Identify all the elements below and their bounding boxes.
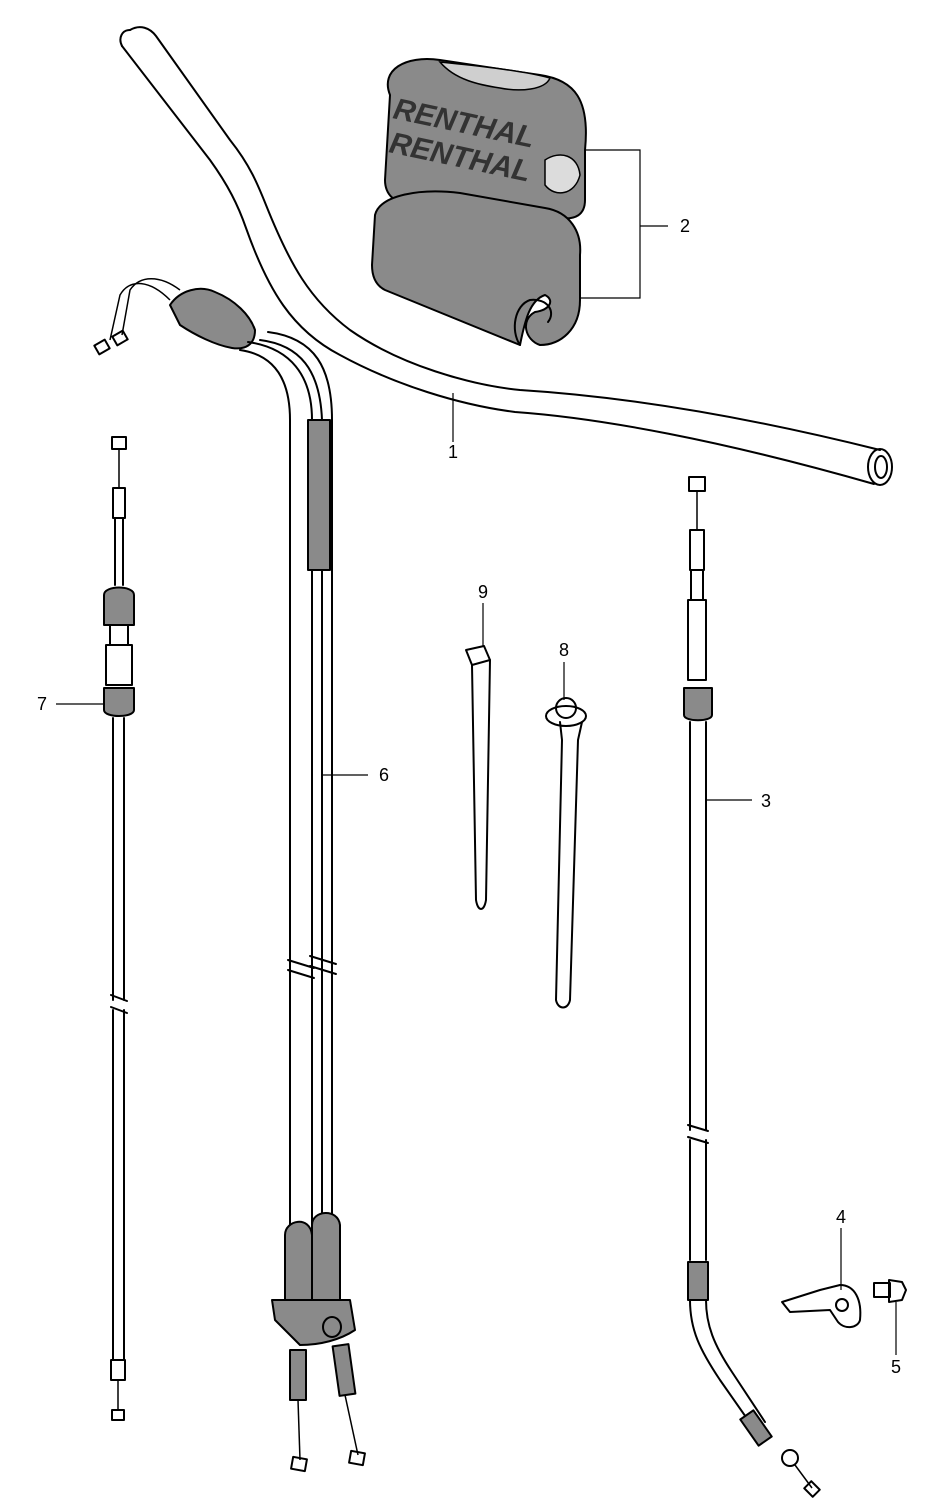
cable3-top-end — [688, 476, 706, 492]
callout-6: 6 — [379, 765, 389, 785]
cable-tie — [465, 603, 491, 910]
hot-start-cable — [56, 436, 135, 1421]
callout-8: 8 — [559, 640, 569, 660]
handlebar-end — [867, 448, 893, 486]
clutch-cable — [683, 476, 821, 1498]
callout-9: 9 — [478, 582, 488, 602]
throttle-cable-adjuster — [307, 419, 331, 571]
handlebar-pad: RENTHAL RENTHAL — [371, 58, 668, 346]
throttle-cable — [93, 278, 368, 1473]
handlebar — [119, 26, 893, 486]
callout-2: 2 — [680, 216, 690, 236]
bolt — [873, 1279, 907, 1355]
callout-3: 3 — [761, 791, 771, 811]
clip — [545, 662, 587, 1009]
callout-1: 1 — [448, 442, 458, 462]
callout-5: 5 — [891, 1357, 901, 1377]
cable7-top-end — [111, 436, 127, 450]
bracket — [781, 1228, 862, 1328]
callout-7: 7 — [37, 694, 47, 714]
callout-4: 4 — [836, 1207, 846, 1227]
